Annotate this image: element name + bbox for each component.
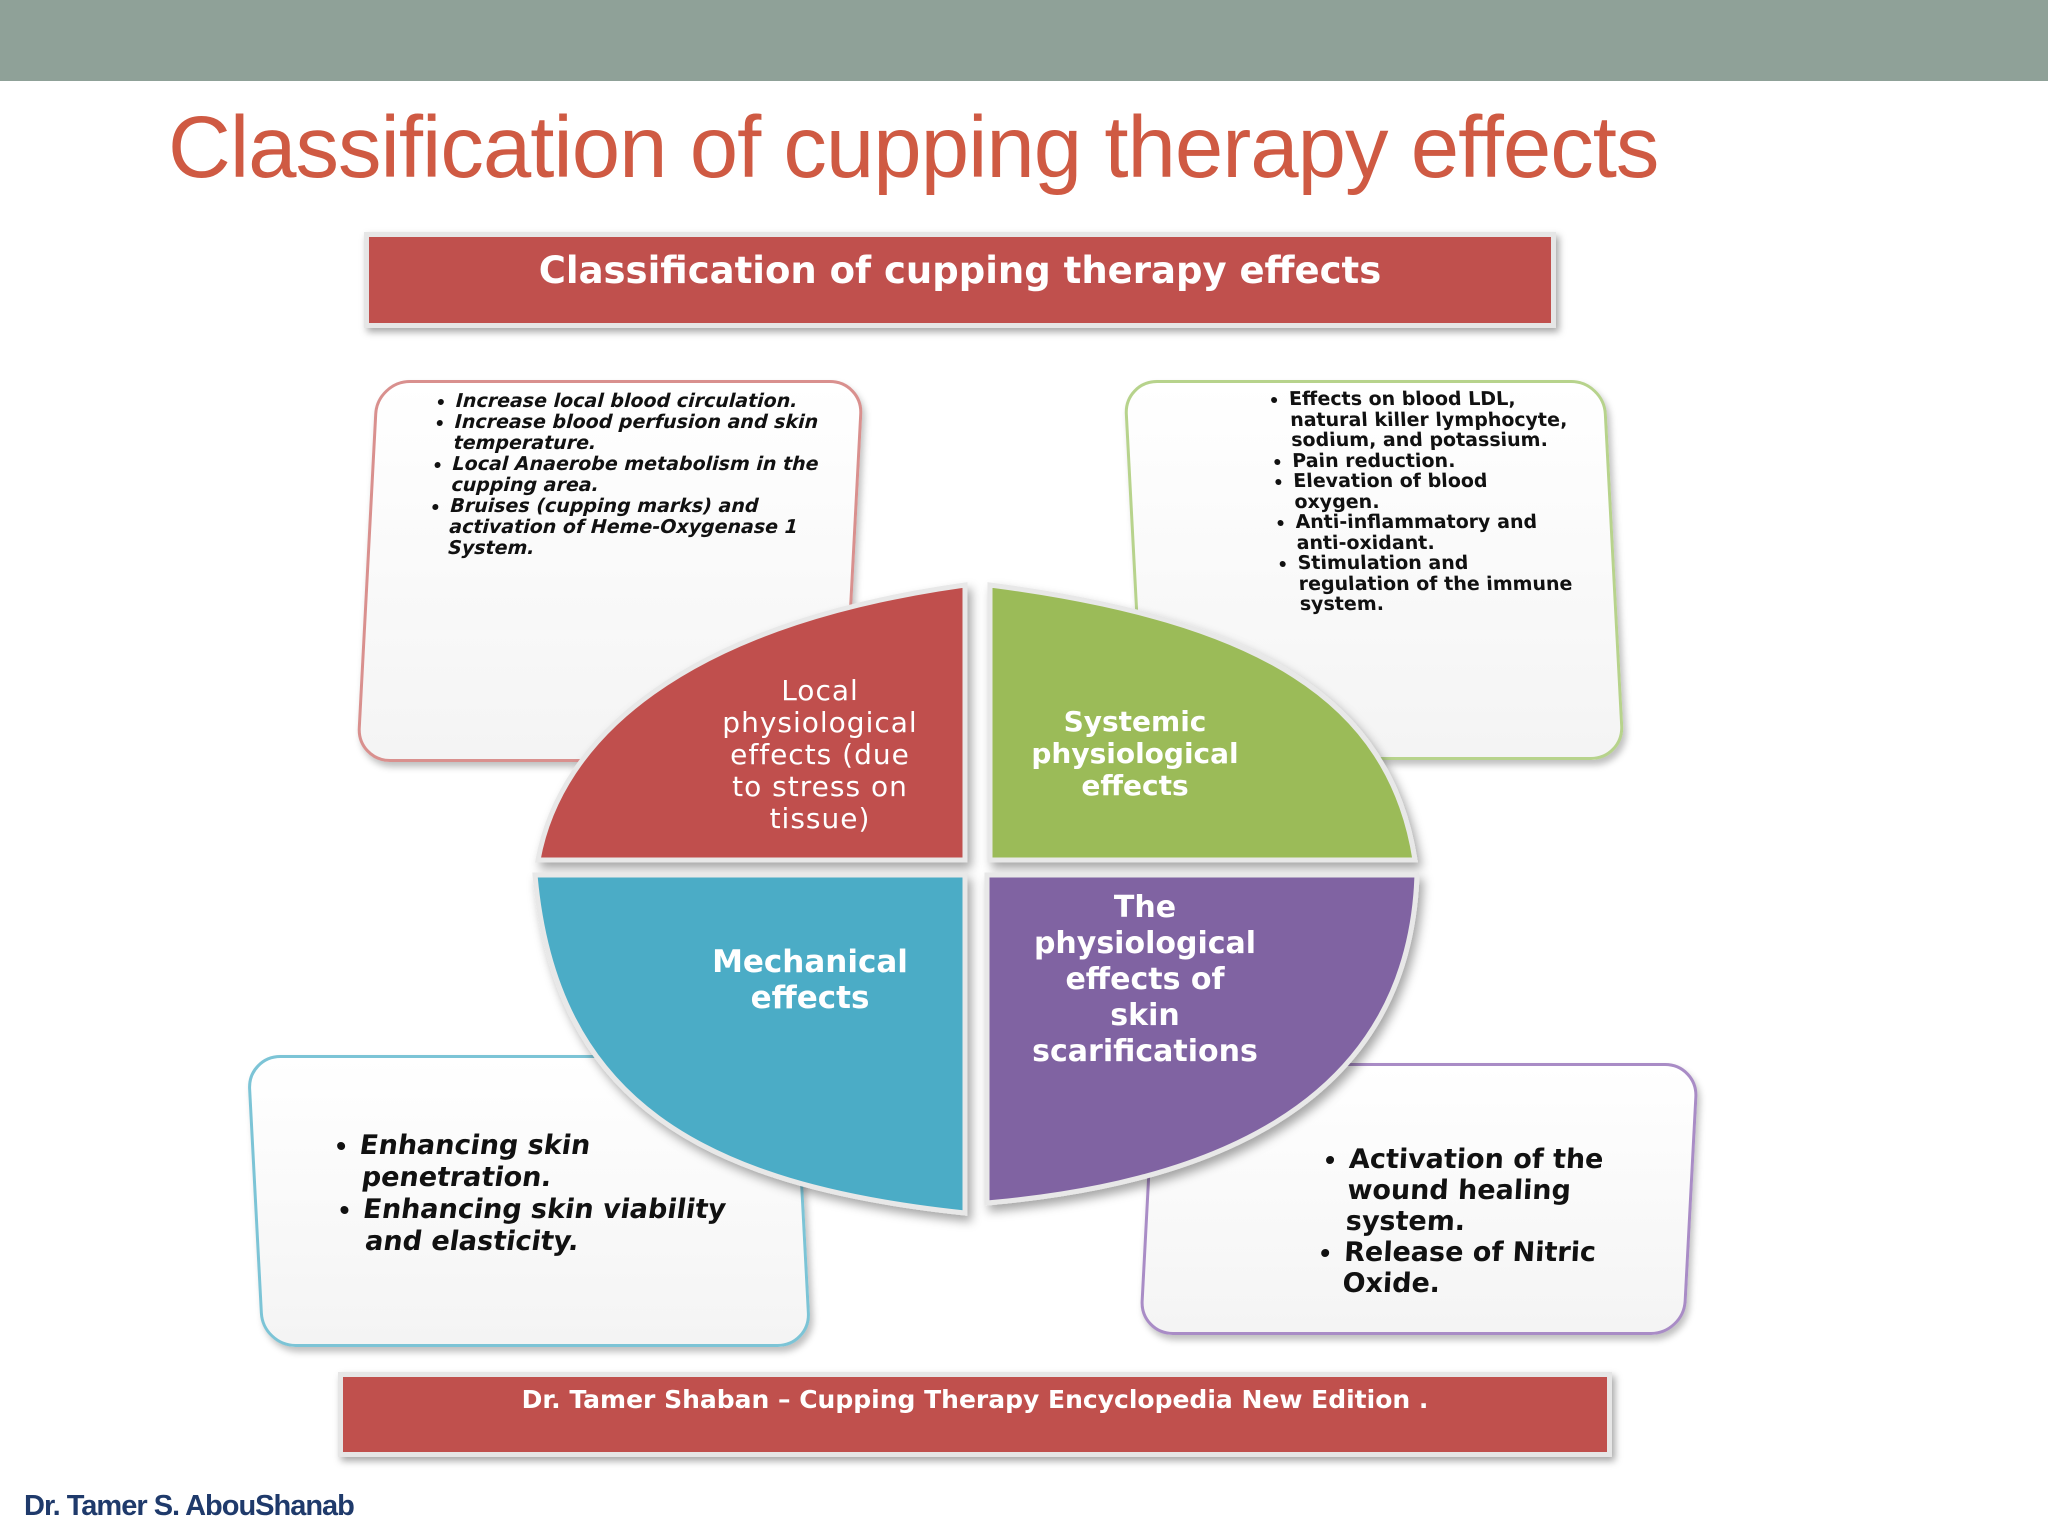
slide-top-bar [0, 0, 2048, 81]
diagram-header-banner: Classification of cupping therapy effect… [364, 232, 1556, 328]
slide-title: Classification of cupping therapy effect… [168, 99, 1659, 196]
quadrant-local-label: Local physiological effects (due to stre… [722, 674, 918, 835]
quadrant-systemic-label: Systemic physiological effects [1031, 705, 1239, 802]
quadrant-skin [984, 872, 1420, 1206]
quadrant-local [534, 582, 968, 863]
quadrant-mechanical-label: Mechanical effects [712, 944, 908, 1016]
quadrant-mechanical [532, 872, 968, 1216]
quadrant-systemic [987, 582, 1418, 863]
quadrant-skin-label: The physiological effects of skin scarif… [1032, 890, 1258, 1069]
diagram-footer-banner: Dr. Tamer Shaban – Cupping Therapy Encyc… [338, 1372, 1612, 1457]
slide-author: Dr. Tamer S. AbouShanab [24, 1490, 355, 1522]
